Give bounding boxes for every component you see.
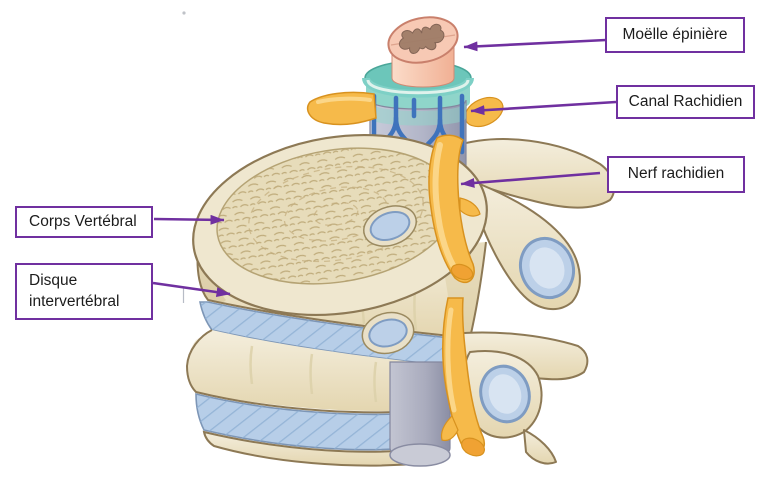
vertebral-body-upper	[192, 133, 488, 340]
trabecular-rings	[248, 165, 424, 263]
label-nerf-rachidien: Nerf rachidien	[607, 156, 745, 193]
arrow-moelle-epiniere	[463, 38, 607, 52]
leader-arrows	[152, 38, 617, 298]
arrow-canal-rachidien	[470, 100, 617, 116]
canal-ring-highlight	[366, 79, 470, 95]
lower-posterior-processes	[451, 331, 589, 465]
upper-posterior-processes	[454, 138, 616, 311]
label-text: Moëlle épinière	[622, 25, 728, 43]
facet-upper	[369, 210, 411, 242]
label-text: Canal Rachidien	[628, 92, 743, 110]
bone-streaks-lower	[249, 345, 378, 403]
dural-tube-lower	[389, 361, 451, 467]
arrow-nerf-rachidien	[460, 171, 601, 188]
label-text: Corps Vertébral	[29, 212, 137, 230]
facet-mid-right	[361, 311, 415, 355]
spinal-nerve-upper-right	[428, 134, 481, 284]
arrow-disque-intervertebral	[152, 281, 231, 298]
spinal-nerve-lower	[440, 297, 485, 457]
label-moelle-epiniere: Moëlle épinière	[605, 17, 745, 53]
label-text: Disque intervertébral	[29, 272, 120, 310]
stray-marks	[182, 11, 186, 303]
arrow-corps-vertebral	[153, 214, 225, 225]
spinal-nerve-left	[306, 91, 377, 126]
label-canal-rachidien: Canal Rachidien	[616, 85, 755, 119]
label-disque-intervertebral: Disque intervertébral	[15, 263, 153, 320]
label-text: Nerf rachidien	[627, 165, 725, 183]
gray-matter-butterfly	[399, 23, 445, 55]
label-corps-vertebral: Corps Vertébral	[15, 206, 153, 238]
